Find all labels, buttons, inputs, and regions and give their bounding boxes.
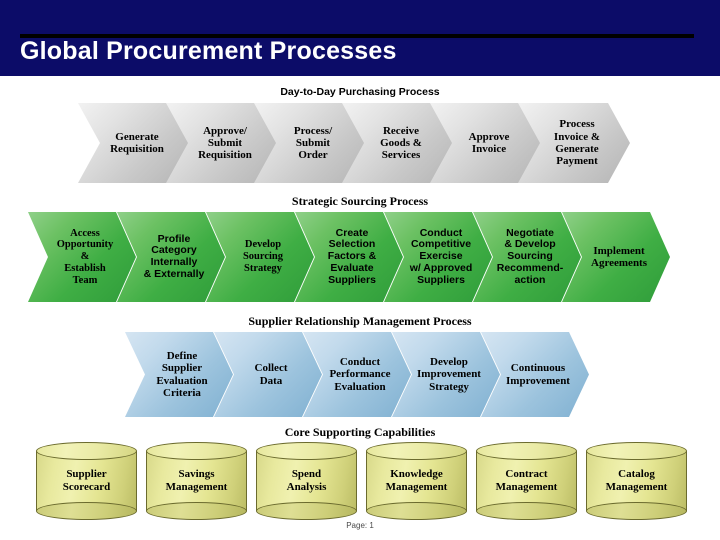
page-footer: Page: 1 <box>346 521 374 530</box>
section-heading-supplier-relationship: Supplier Relationship Management Process <box>248 314 472 328</box>
cylinder-body <box>146 451 247 511</box>
cylinder-top <box>586 442 687 460</box>
cylinder-bottom <box>476 502 577 520</box>
section-heading-strategic-sourcing: Strategic Sourcing Process <box>291 194 429 208</box>
title-banner: Global Procurement Processes <box>0 0 720 76</box>
cylinder-bottom <box>366 502 467 520</box>
cylinder-top <box>146 442 247 460</box>
cylinder-body <box>586 451 687 511</box>
title-divider-rule <box>20 34 694 38</box>
cylinder-bottom <box>586 502 687 520</box>
cylinder-top <box>36 442 137 460</box>
cylinder-bottom <box>36 502 137 520</box>
page-title: Global Procurement Processes <box>20 37 397 65</box>
cylinder-body <box>36 451 137 511</box>
cylinder-bottom <box>146 502 247 520</box>
section-heading-core-supporting: Core Supporting Capabilities <box>284 425 436 439</box>
cylinder-top <box>366 442 467 460</box>
cylinder-body <box>366 451 467 511</box>
cylinder-bottom <box>256 502 357 520</box>
section-heading-day-to-day: Day-to-Day Purchasing Process <box>280 86 440 98</box>
cylinder-body <box>476 451 577 511</box>
cylinder-body <box>256 451 357 511</box>
cylinder-top <box>256 442 357 460</box>
cylinder-top <box>476 442 577 460</box>
